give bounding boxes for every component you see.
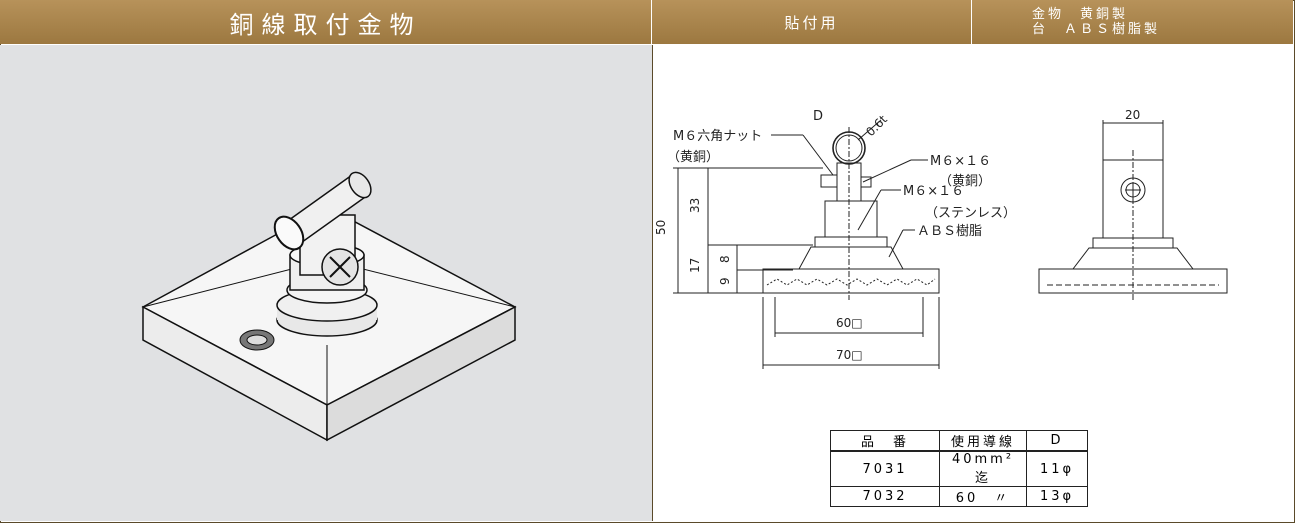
dim-60: 60□ [836, 316, 863, 330]
dim-50: 50 [654, 220, 668, 235]
diameter-label: D [813, 109, 823, 124]
dim-20: 20 [1125, 108, 1140, 122]
table-row: 7032 60 〃 13φ [830, 486, 1088, 507]
table-cell: 7031 [830, 450, 940, 487]
table-cell: 11φ [1026, 450, 1088, 487]
header-diameter: D [1026, 430, 1088, 452]
dim-17: 17 [688, 258, 702, 273]
spec-table-header: 品 番 使用導線 D [830, 430, 1088, 452]
spec-table: 品 番 使用導線 D 7031 40mm²迄 11φ 7032 60 〃 13φ [830, 430, 1088, 507]
nut-material: （黄銅） [667, 150, 719, 165]
header-bar: 銅線取付金物 貼付用 金物 黄銅製 台 ＡＢＳ樹脂製 [0, 0, 1293, 44]
material-line-1: 金物 黄銅製 [1032, 7, 1129, 22]
dim-33: 33 [688, 198, 702, 213]
usage-label: 貼付用 [652, 0, 972, 44]
nut-label: M６六角ナット [673, 129, 762, 144]
dim-70: 70□ [836, 348, 863, 362]
table-row: 7031 40mm²迄 11φ [830, 450, 1088, 487]
material-line-2: 台 ＡＢＳ樹脂製 [1032, 22, 1161, 37]
table-cell: 40mm²迄 [939, 450, 1027, 487]
dim-8: 8 [718, 255, 732, 263]
product-illustration [141, 171, 517, 442]
base-label: ＡＢＳ樹脂 [917, 224, 982, 239]
table-cell: 13φ [1026, 486, 1088, 507]
bolt2-label: M６×１６ [903, 184, 964, 199]
bolt2-material: （ステンレス） [925, 206, 1016, 221]
header-part-number: 品 番 [830, 430, 940, 452]
table-cell: 7032 [830, 486, 940, 507]
bolt1-label: M６×１６ [930, 154, 991, 169]
base-plate-right-side [326, 305, 516, 442]
thickness-label: 0.6t [863, 112, 890, 139]
material-info: 金物 黄銅製 台 ＡＢＳ樹脂製 [972, 0, 1293, 44]
product-title: 銅線取付金物 [0, 0, 652, 44]
table-cell: 60 〃 [939, 486, 1027, 507]
technical-drawing: D 0.6t M６六角ナット （黄銅） M６×１６ （黄銅） M６×１６ （ステ… [654, 108, 1228, 369]
header-conductor: 使用導線 [939, 430, 1027, 452]
product-illustration-panel [0, 45, 653, 521]
bolt1-material: （黄銅） [939, 174, 991, 189]
dim-9: 9 [718, 277, 732, 285]
